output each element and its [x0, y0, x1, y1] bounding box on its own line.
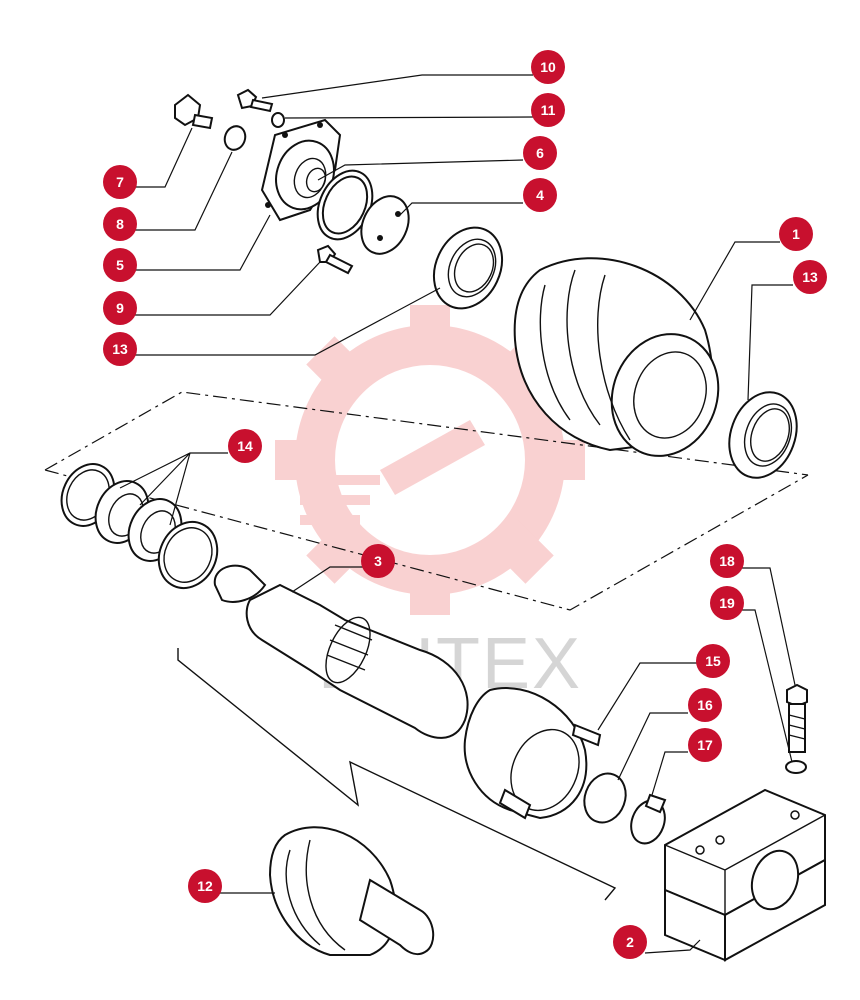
svg-text:18: 18	[719, 553, 735, 569]
svg-text:13: 13	[112, 341, 128, 357]
svg-text:5: 5	[116, 257, 124, 273]
svg-text:13: 13	[802, 269, 818, 285]
callout-9: 9	[103, 291, 137, 325]
callout-2: 2	[613, 925, 647, 959]
bolt-7-part	[174, 93, 214, 130]
svg-text:11: 11	[541, 102, 556, 118]
roller-half-15-part	[463, 687, 602, 820]
leader-lines	[119, 74, 796, 954]
washer-8-part	[223, 125, 247, 151]
callout-17: 17	[688, 728, 722, 762]
svg-text:15: 15	[705, 653, 721, 669]
o-ring-6-part	[316, 169, 374, 241]
plate-4-part	[360, 195, 410, 255]
assembled-roller-12-part	[268, 826, 435, 956]
washer-11-part	[271, 112, 285, 128]
svg-text:19: 19	[719, 595, 735, 611]
bolt-10-part	[236, 88, 274, 113]
callout-3: 3	[361, 544, 395, 578]
svg-text:17: 17	[697, 737, 713, 753]
svg-text:10: 10	[540, 59, 556, 75]
svg-text:1: 1	[792, 226, 800, 242]
svg-text:9: 9	[116, 300, 124, 316]
retaining-ring-17-part	[630, 793, 667, 845]
callout-18: 18	[710, 544, 744, 578]
callout-8: 8	[103, 207, 137, 241]
washer-19-part	[785, 760, 807, 774]
roller-body-1-part	[513, 257, 720, 457]
callout-6: 6	[523, 136, 557, 170]
callout-10: 10	[531, 50, 565, 84]
svg-text:3: 3	[374, 553, 382, 569]
svg-text:14: 14	[237, 438, 253, 454]
svg-text:4: 4	[536, 187, 544, 203]
callout-16: 16	[688, 688, 722, 722]
bearing-13-right-part	[728, 391, 798, 479]
svg-text:16: 16	[697, 697, 713, 713]
svg-text:8: 8	[116, 216, 124, 232]
hub-cover-part	[260, 118, 342, 222]
bolt-9-part	[316, 244, 354, 275]
callout-14: 14	[228, 429, 262, 463]
callout-11: 11	[531, 93, 565, 127]
bearing-13-upper-part	[432, 226, 504, 310]
svg-text:7: 7	[116, 174, 124, 190]
svg-text:6: 6	[536, 145, 544, 161]
bolt-18-part	[786, 683, 808, 753]
callout-19: 19	[710, 586, 744, 620]
svg-text:12: 12	[197, 878, 213, 894]
seal-group-14-part	[60, 463, 219, 590]
assembly-bracket-line	[177, 648, 617, 901]
callout-5: 5	[103, 248, 137, 282]
callout-12: 12	[188, 869, 222, 903]
callout-13-upper: 13	[793, 260, 827, 294]
bracket-2-part	[664, 788, 826, 962]
callout-15: 15	[696, 644, 730, 678]
callout-7: 7	[103, 165, 137, 199]
callout-4: 4	[523, 178, 557, 212]
callout-1: 1	[779, 217, 813, 251]
shaft-3-part	[213, 564, 469, 739]
callout-13-lower: 13	[103, 332, 137, 366]
snap-ring-16-part	[583, 772, 627, 824]
svg-text:2: 2	[626, 934, 634, 950]
